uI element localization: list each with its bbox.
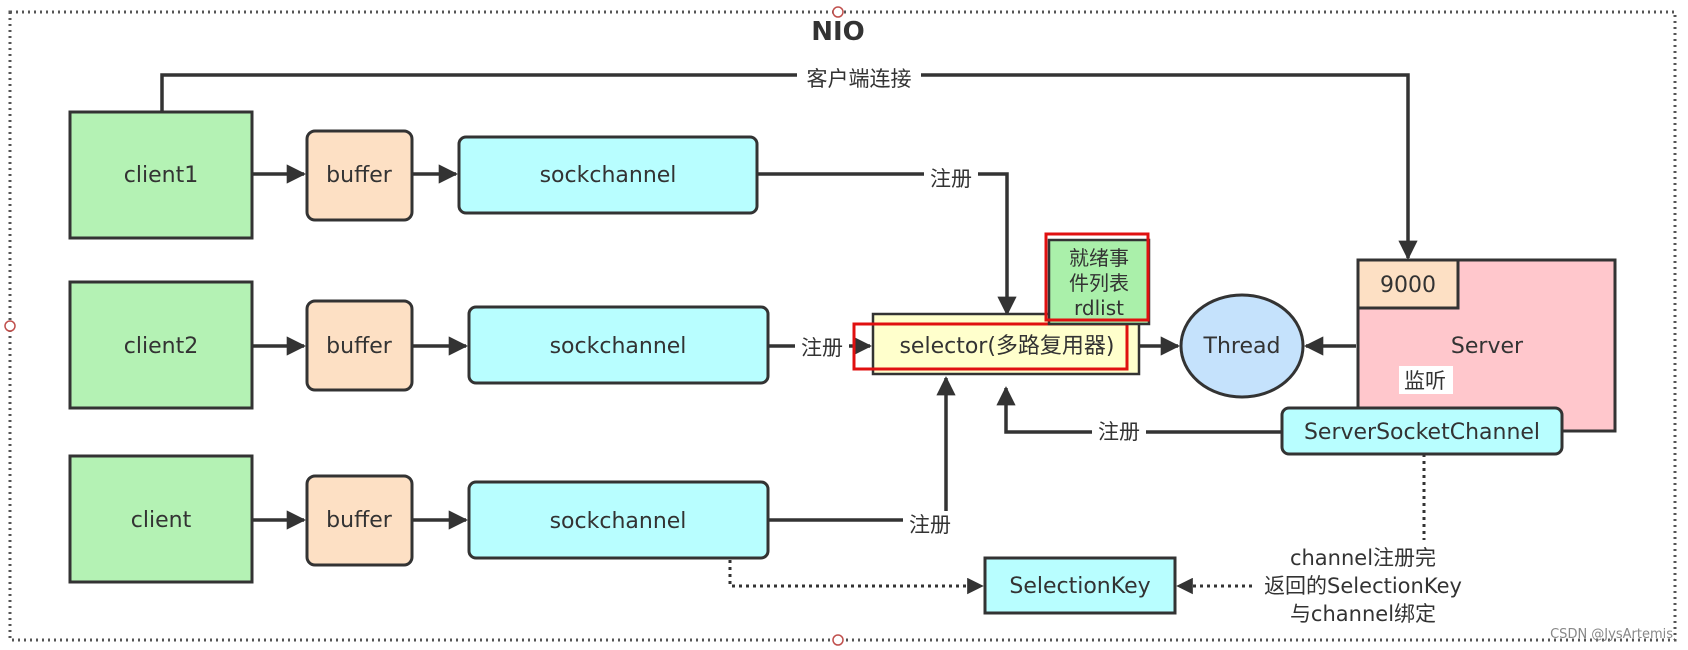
client-connect-label: 客户端连接 [807, 67, 912, 91]
register2-label: 注册 [801, 336, 843, 360]
note-line-3: 与channel绑定 [1290, 602, 1436, 626]
listen-label-bg [1399, 366, 1453, 394]
rdlist-line-3: rdlist [1074, 296, 1124, 320]
note-line-2: 返回的SelectionKey [1264, 574, 1462, 598]
thread-label: Thread [1203, 334, 1281, 359]
rdlist-box[interactable] [1047, 238, 1151, 326]
client2-label: client2 [124, 334, 198, 359]
client3-label: client [131, 508, 192, 533]
listen-label: 监听 [1404, 369, 1446, 393]
diagram-title: NIO [811, 17, 865, 47]
frame-handle-left[interactable] [4, 320, 16, 332]
note-line-1: channel注册完 [1290, 546, 1436, 570]
port-box[interactable] [1356, 258, 1460, 310]
register-server-label-bg [1092, 418, 1146, 446]
buffer3-label: buffer [326, 508, 393, 533]
register1-label: 注册 [930, 167, 972, 191]
register3-label: 注册 [909, 513, 951, 537]
buffer2-label: buffer [326, 334, 393, 359]
register3-label-bg [903, 511, 957, 539]
rdlist-line-2: 件列表 [1069, 271, 1129, 295]
edge-serversocketchannel-selector [996, 386, 1282, 434]
buffer3-box[interactable] [305, 474, 414, 567]
server-label: Server [1451, 334, 1524, 359]
connect-label-bg [797, 62, 921, 90]
buffer2-box[interactable] [305, 299, 414, 392]
note-bg [1252, 541, 1476, 629]
client1-label: client1 [124, 163, 198, 188]
sockchannel2-box[interactable] [467, 305, 770, 385]
rdlist-line-1: 就绪事 [1069, 246, 1129, 270]
register2-label-bg [795, 334, 849, 362]
buffer1-label: buffer [326, 163, 393, 188]
buffer1-box[interactable] [305, 129, 414, 222]
watermark: CSDN @JysArtemis [1550, 627, 1673, 642]
client1-box[interactable] [68, 110, 254, 240]
edge-sockchannel1-selector [757, 172, 1017, 316]
client3-box[interactable] [68, 454, 254, 584]
sockchannel1-box[interactable] [457, 135, 759, 215]
selector-label: selector(多路复用器) [899, 334, 1114, 359]
sockchannel3-label: sockchannel [550, 509, 687, 534]
selection-key-box[interactable] [983, 556, 1177, 615]
server-socket-channel-box[interactable] [1280, 406, 1564, 456]
rdlist-highlight [1044, 232, 1150, 322]
register1-label-bg [924, 162, 978, 190]
sockchannel1-label: sockchannel [540, 163, 677, 188]
edge-client-connect [160, 73, 1418, 260]
server-socket-channel-label: ServerSocketChannel [1304, 420, 1540, 445]
register-server-label: 注册 [1098, 420, 1140, 444]
edge-sockchannel3-selector [768, 376, 956, 522]
sockchannel3-box[interactable] [467, 480, 770, 560]
selection-key-label: SelectionKey [1009, 574, 1150, 599]
edge-sockchannel3-selectionkey [728, 560, 984, 595]
selector-highlight [852, 322, 1129, 371]
frame-handle-bottom[interactable] [832, 634, 844, 646]
frame-handle-top[interactable] [832, 6, 844, 18]
client2-box[interactable] [68, 280, 254, 410]
port-label: 9000 [1380, 273, 1436, 298]
thread-node[interactable] [1179, 293, 1305, 399]
sockchannel2-label: sockchannel [550, 334, 687, 359]
